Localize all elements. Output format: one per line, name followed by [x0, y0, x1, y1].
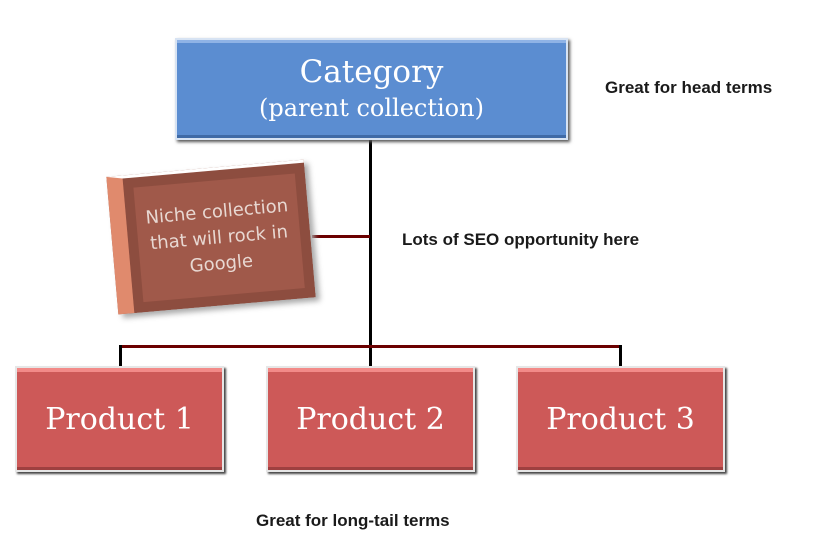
category-title: Category	[299, 54, 444, 90]
product-3-connector	[619, 345, 622, 366]
product-label: Product 3	[546, 401, 695, 437]
niche-connector	[312, 235, 370, 238]
niche-collection-box: Niche collection that will rock in Googl…	[106, 159, 316, 315]
product-box-1: Product 1	[15, 366, 224, 472]
long-tail-note: Great for long-tail terms	[256, 511, 450, 530]
product-label: Product 1	[45, 401, 194, 437]
product-box-2: Product 2	[266, 366, 475, 472]
product-1-connector	[119, 345, 122, 366]
trunk-connector	[369, 140, 372, 366]
product-label: Product 2	[296, 401, 445, 437]
seo-opportunity-note: Lots of SEO opportunity here	[402, 230, 640, 249]
category-box: Category (parent collection)	[175, 38, 568, 140]
head-terms-note: Great for head terms	[605, 78, 773, 97]
niche-collection-text: Niche collection that will rock in Googl…	[144, 194, 289, 277]
product-box-3: Product 3	[516, 366, 725, 472]
category-subtitle: (parent collection)	[259, 94, 484, 122]
products-bus-connector	[119, 345, 622, 348]
